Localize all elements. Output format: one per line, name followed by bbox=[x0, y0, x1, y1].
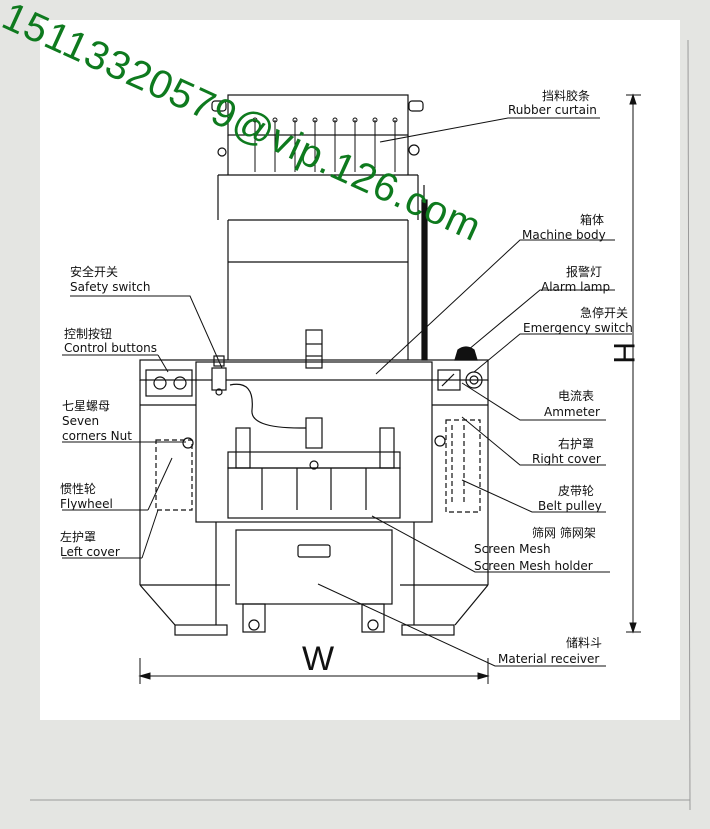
label-belt-pulley-cn: 皮带轮 bbox=[558, 484, 595, 498]
label-flywheel-cn: 惯性轮 bbox=[60, 482, 97, 496]
safety-switch-unit bbox=[211, 355, 306, 429]
dimension-lines bbox=[138, 93, 641, 684]
flywheel-dashed bbox=[155, 439, 193, 511]
label-flywheel-en: Flywheel bbox=[60, 497, 113, 511]
screen-holder bbox=[227, 417, 401, 519]
label-material-receiver-en: Material receiver bbox=[498, 652, 600, 666]
leader-lines bbox=[62, 117, 632, 667]
label-seven-corners-nut-cn: 七星螺母 bbox=[62, 399, 111, 413]
label-machine-body-cn: 箱体 bbox=[580, 213, 605, 227]
seven-corners-nut-shape bbox=[182, 437, 194, 449]
label-ammeter-en: Ammeter bbox=[544, 405, 600, 419]
sheet-edges bbox=[30, 39, 691, 811]
top-bolt bbox=[305, 329, 323, 369]
machine-body bbox=[139, 359, 489, 586]
right-nut-shape bbox=[434, 435, 446, 447]
belt-pulley-dashed bbox=[445, 419, 481, 513]
label-emergency-switch-cn: 急停开关 bbox=[580, 306, 629, 320]
label-emergency-switch-en: Emergency switch bbox=[523, 321, 633, 335]
label-left-cover-en: Left cover bbox=[60, 545, 120, 559]
dimension-width-label: W bbox=[302, 640, 335, 678]
material-receiver-bin bbox=[235, 529, 393, 633]
label-screen-mesh-cn: 筛网 筛网架 bbox=[532, 526, 596, 540]
alarm-lamp-shape bbox=[454, 346, 478, 361]
label-material-receiver-cn: 储料斗 bbox=[566, 636, 603, 650]
label-seven-corners-nut-en2: corners Nut bbox=[62, 429, 132, 443]
label-machine-body-en: Machine body bbox=[522, 228, 606, 242]
label-safety-switch-cn: 安全开关 bbox=[70, 265, 119, 279]
label-alarm-lamp-en: Alarm lamp bbox=[541, 280, 611, 294]
label-rubber-curtain-cn: 挡料胶条 bbox=[542, 89, 591, 103]
hopper bbox=[211, 94, 424, 360]
label-screen-mesh-en1: Screen Mesh bbox=[474, 542, 551, 556]
label-screen-mesh-en2: Screen Mesh holder bbox=[474, 559, 593, 573]
label-control-buttons-en: Control buttons bbox=[64, 341, 158, 355]
base-frame bbox=[139, 522, 489, 636]
label-belt-pulley-en: Belt pulley bbox=[538, 499, 602, 513]
label-control-buttons-cn: 控制按钮 bbox=[64, 327, 113, 341]
label-alarm-lamp-cn: 报警灯 bbox=[566, 265, 603, 279]
dimension-height-label: H bbox=[607, 342, 640, 364]
rubber-curtain-strips bbox=[252, 117, 398, 172]
label-right-cover-en: Right cover bbox=[532, 452, 601, 466]
control-panel bbox=[145, 369, 193, 397]
label-safety-switch-en: Safety switch bbox=[70, 280, 151, 294]
label-rubber-curtain-en: Rubber curtain bbox=[508, 103, 597, 117]
label-seven-corners-nut-en1: Seven bbox=[62, 414, 100, 428]
label-right-cover-cn: 右护罩 bbox=[558, 437, 595, 451]
label-left-cover-cn: 左护罩 bbox=[60, 530, 97, 544]
label-ammeter-cn: 电流表 bbox=[558, 389, 595, 403]
